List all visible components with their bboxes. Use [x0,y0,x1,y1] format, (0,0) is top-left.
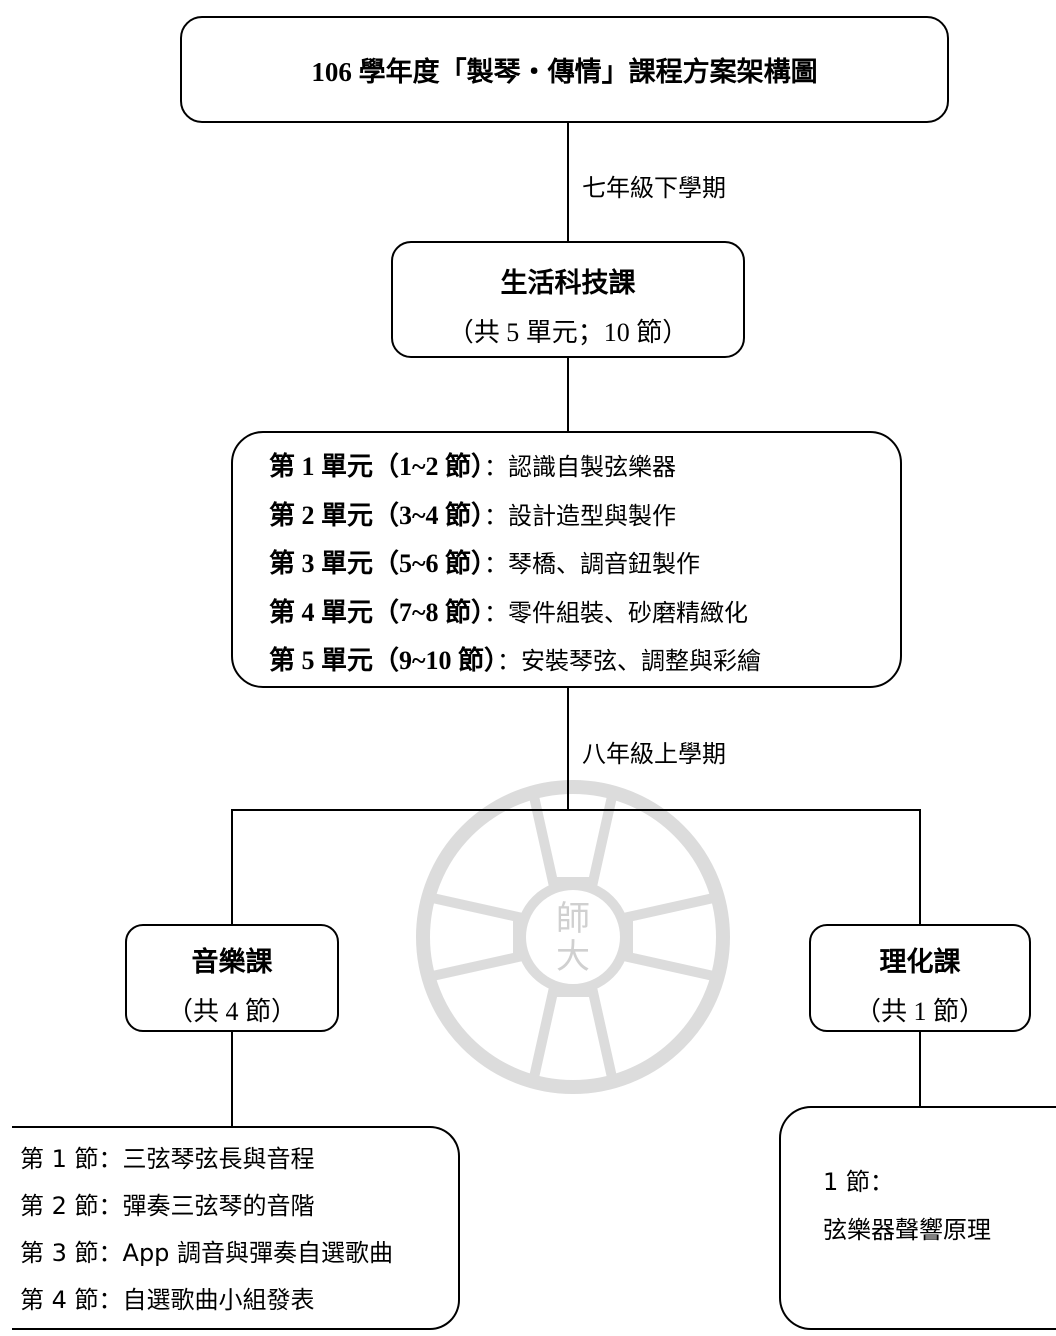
tech-unit-desc: ：零件組裝、砂磨精緻化 [484,598,749,627]
grade7-label: 七年級下學期 [582,174,726,202]
connector-branch-science [919,809,921,924]
music-course-count: （共 4 節） [166,997,297,1026]
tech-unit-item: 第 4 單元（7~8 節）：零件組裝、砂磨精緻化 [269,589,900,638]
tech-unit-item: 第 5 單元（9~10 節）：安裝琴弦、調整與彩繪 [269,637,900,686]
tech-course-box: 生活科技課 （共 5 單元；10 節） [391,241,745,358]
connector-units-branch [567,688,569,810]
tech-unit-head: 第 3 單元（5~6 節） [269,549,485,578]
tech-unit-head: 第 1 單元（1~2 節） [269,452,485,481]
tech-unit-head: 第 4 單元（7~8 節） [269,597,485,627]
tech-unit-item: 第 2 單元（3~4 節）：設計造型與製作 [269,492,900,541]
connector-tech-units [567,358,569,431]
science-lessons-box: 1 節： 弦樂器聲響原理 [779,1106,1056,1330]
music-course-box: 音樂課 （共 4 節） [125,924,339,1032]
science-lesson-head: 1 節： [823,1168,894,1196]
svg-text:大: 大 [556,937,590,977]
tech-unit-desc: ：琴橋、調音鈕製作 [484,550,701,578]
music-lesson-item: 第 4 節：自選歌曲小組發表 [20,1286,315,1314]
connector-science-lessons [919,1032,921,1106]
science-course-name: 理化課 [879,947,961,977]
diagram-title: 106 學年度「製琴・傳情」課程方案架構圖 [311,57,818,87]
science-course-box: 理化課 （共 1 節） [809,924,1031,1032]
science-course-count: （共 1 節） [854,997,985,1026]
music-lesson-item: 第 3 節：App 調音與彈奏自選歌曲 [20,1239,394,1267]
connector-title-tech [567,123,569,241]
music-lesson-item: 第 2 節：彈奏三弦琴的音階 [20,1192,315,1220]
tech-unit-desc: ：設計造型與製作 [484,501,677,530]
connector-music-lessons [231,1032,233,1126]
svg-text:師: 師 [556,899,590,939]
music-lesson-list: 第 1 節：三弦琴弦長與音程 第 2 節：彈奏三弦琴的音階 第 3 節：App … [20,1136,458,1324]
tech-unit-head: 第 2 單元（3~4 節） [269,500,485,530]
tech-units-box: 第 1 單元（1~2 節）：認識自製弦樂器 第 2 單元（3~4 節）：設計造型… [231,431,902,688]
music-lesson-item: 第 1 節：三弦琴弦長與音程 [20,1145,315,1173]
music-lessons-box: 第 1 節：三弦琴弦長與音程 第 2 節：彈奏三弦琴的音階 第 3 節：App … [12,1126,460,1330]
tech-unit-item: 第 3 單元（5~6 節）：琴橋、調音鈕製作 [269,540,900,589]
tech-unit-head: 第 5 單元（9~10 節） [269,646,498,675]
tech-unit-desc: ：認識自製弦樂器 [484,453,677,481]
tech-course-count: （共 5 單元；10 節） [447,318,689,347]
science-lesson-body: 弦樂器聲響原理 [823,1216,991,1244]
music-course-name: 音樂課 [191,947,273,977]
grade8-label: 八年級上學期 [582,740,726,768]
tech-course-name: 生活科技課 [500,268,636,298]
tech-unit-list: 第 1 單元（1~2 節）：認識自製弦樂器 第 2 單元（3~4 節）：設計造型… [269,443,900,686]
tech-unit-item: 第 1 單元（1~2 節）：認識自製弦樂器 [269,443,900,492]
connector-branch-music [231,809,233,924]
tech-unit-desc: ：安裝琴弦、調整與彩繪 [497,647,762,675]
title-box: 106 學年度「製琴・傳情」課程方案架構圖 [180,16,949,123]
branch-horizontal [232,809,921,811]
university-seal-watermark: 師 大 [416,780,730,1094]
